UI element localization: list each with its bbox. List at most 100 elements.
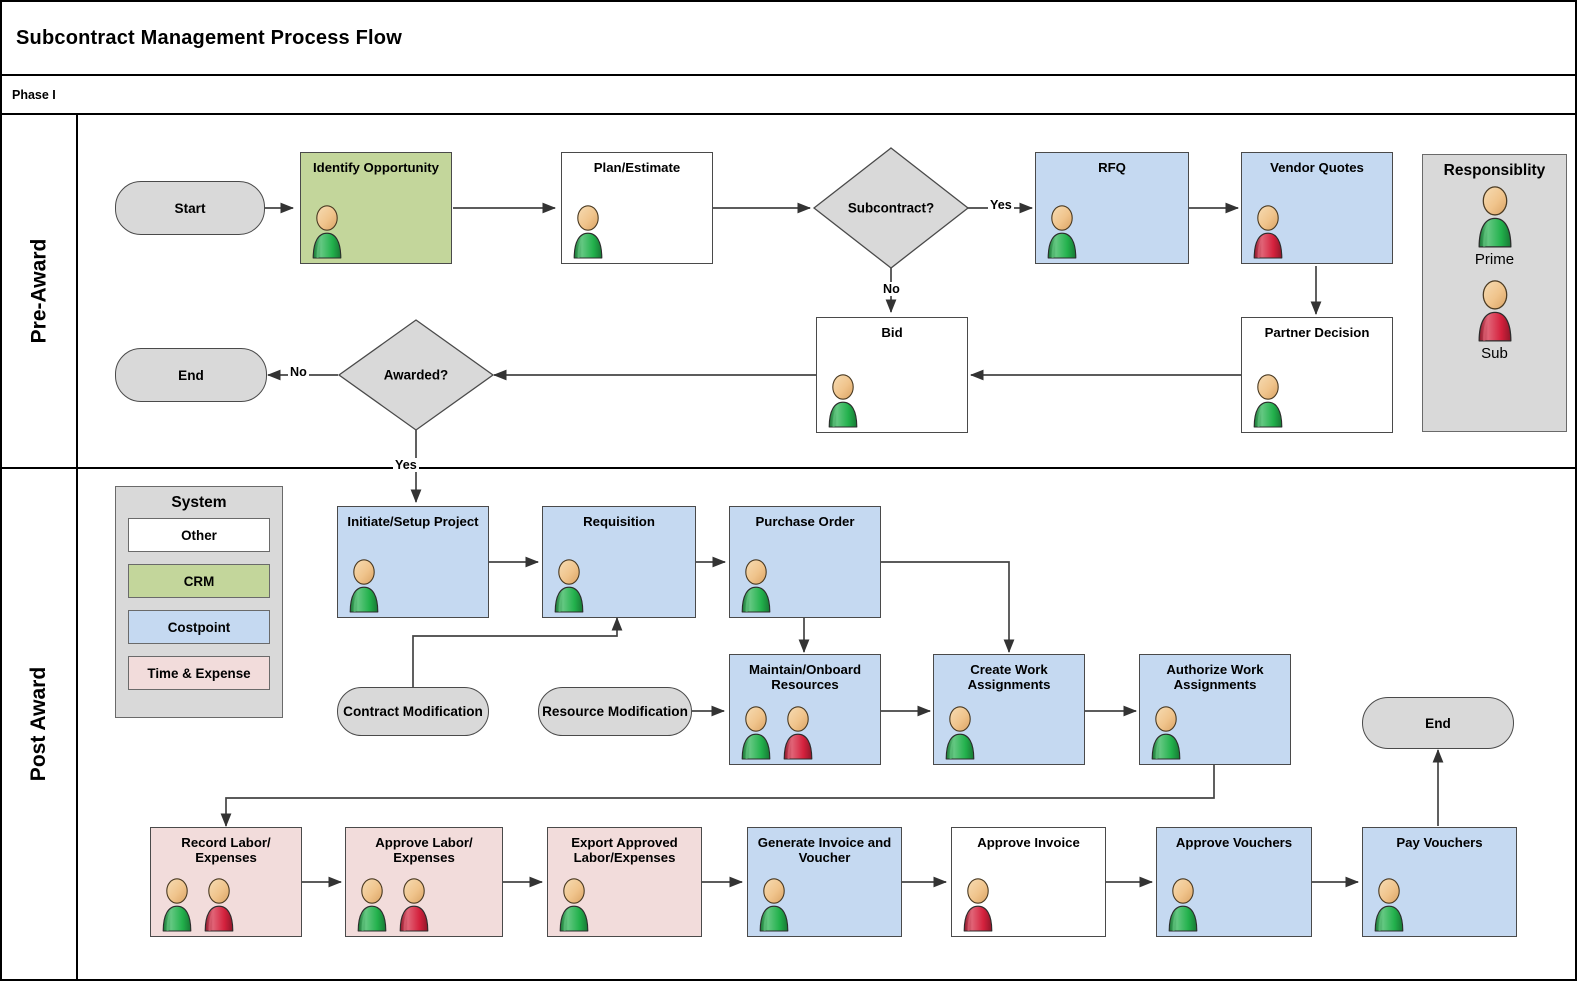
- actor-group: [940, 706, 980, 760]
- legend-item-costpoint: Costpoint: [128, 610, 270, 644]
- node-awarded-decision[interactable]: Awarded?: [339, 320, 493, 430]
- node-label: Awarded?: [383, 367, 449, 383]
- person-icon-sub: [1248, 205, 1288, 259]
- actor-group: [823, 374, 863, 428]
- person-icon-prime: [568, 205, 608, 259]
- swimlane-pre-award: Pre-Award: [2, 115, 1575, 469]
- node-label: Bid: [881, 325, 903, 340]
- node-maintain-onboard-resources[interactable]: Maintain/Onboard Resources: [729, 654, 881, 765]
- node-label: Approve Vouchers: [1175, 835, 1293, 850]
- actor-group: [1369, 878, 1409, 932]
- node-vendor-quotes[interactable]: Vendor Quotes: [1241, 152, 1393, 264]
- swimlane-post-award: Post Award: [2, 469, 1575, 979]
- node-subcontract-decision[interactable]: Subcontract?: [814, 148, 968, 268]
- node-rfq[interactable]: RFQ: [1035, 152, 1189, 264]
- node-label: Generate Invoice and Voucher: [757, 835, 892, 866]
- node-export-approved-labor-expenses[interactable]: Export Approved Labor/Expenses: [547, 827, 702, 937]
- node-record-labor-expenses[interactable]: Record Labor/ Expenses: [150, 827, 302, 937]
- legend-system: System Other CRM Costpoint Time & Expens…: [115, 486, 283, 718]
- node-label: Requisition: [583, 514, 655, 529]
- node-label: Plan/Estimate: [593, 160, 681, 175]
- node-end-pre[interactable]: End: [115, 348, 267, 402]
- node-label: Initiate/Setup Project: [347, 514, 479, 529]
- page-title: Subcontract Management Process Flow: [16, 26, 402, 49]
- person-icon-prime: [940, 706, 980, 760]
- actor-group: [1248, 374, 1288, 428]
- phase-label: Phase I: [12, 87, 56, 102]
- actor-group: [307, 205, 347, 259]
- person-icon-prime: [1248, 374, 1288, 428]
- node-generate-invoice-and-voucher[interactable]: Generate Invoice and Voucher: [747, 827, 902, 937]
- person-icon-prime: [157, 878, 197, 932]
- node-end-post[interactable]: End: [1362, 697, 1514, 749]
- node-plan-estimate[interactable]: Plan/Estimate: [561, 152, 713, 264]
- person-icon-sub: [778, 706, 818, 760]
- legend-item-crm: CRM: [128, 564, 270, 598]
- node-authorize-work-assignments[interactable]: Authorize Work Assignments: [1139, 654, 1291, 765]
- node-requisition[interactable]: Requisition: [542, 506, 696, 618]
- phase-band: Phase I: [2, 76, 1575, 115]
- edge-label-awarded-yes: Yes: [393, 458, 419, 472]
- swimlane-label-post-award: Post Award: [27, 666, 50, 782]
- actor-group: [754, 878, 794, 932]
- node-start-pre[interactable]: Start: [115, 181, 265, 235]
- node-pay-vouchers[interactable]: Pay Vouchers: [1362, 827, 1517, 937]
- legend-responsibility: Responsiblity Prime Sub: [1422, 154, 1567, 432]
- actor-group: [958, 878, 998, 932]
- node-contract-modification[interactable]: Contract Modification: [337, 687, 489, 736]
- actor-group: [344, 559, 384, 613]
- node-approve-invoice[interactable]: Approve Invoice: [951, 827, 1106, 937]
- person-icon-prime: [1042, 205, 1082, 259]
- edge-label-subcontract-no: No: [881, 282, 902, 296]
- swimlane-header-post-award: Post Award: [2, 469, 78, 979]
- node-identify-opportunity[interactable]: Identify Opportunity: [300, 152, 452, 264]
- actor-group: [554, 878, 594, 932]
- legend-item-other: Other: [128, 518, 270, 552]
- node-initiate-setup-project[interactable]: Initiate/Setup Project: [337, 506, 489, 618]
- person-icon-sub: [1472, 280, 1518, 342]
- node-approve-vouchers[interactable]: Approve Vouchers: [1156, 827, 1312, 937]
- swimlane-label-pre-award: Pre-Award: [27, 238, 50, 344]
- actor-group: [1146, 706, 1186, 760]
- actor-group: [568, 205, 608, 259]
- actor-group: [736, 559, 776, 613]
- person-icon-sub: [199, 878, 239, 932]
- person-icon-prime: [1369, 878, 1409, 932]
- node-approve-labor-expenses[interactable]: Approve Labor/ Expenses: [345, 827, 503, 937]
- node-purchase-order[interactable]: Purchase Order: [729, 506, 881, 618]
- node-label: Record Labor/ Expenses: [181, 835, 271, 866]
- edge-label-awarded-no: No: [288, 365, 309, 379]
- person-icon-prime: [1146, 706, 1186, 760]
- person-icon-prime: [736, 706, 776, 760]
- node-label: Identify Opportunity: [312, 160, 439, 175]
- node-create-work-assignments[interactable]: Create Work Assignments: [933, 654, 1085, 765]
- node-resource-modification[interactable]: Resource Modification: [538, 687, 692, 736]
- actor-group: [1042, 205, 1082, 259]
- node-label: RFQ: [1098, 160, 1126, 175]
- person-icon-prime: [736, 559, 776, 613]
- legend-label: Sub: [1481, 345, 1508, 362]
- legend-item-prime: Prime: [1423, 186, 1566, 268]
- person-icon-prime: [754, 878, 794, 932]
- person-icon-prime: [1472, 186, 1518, 248]
- legend-item-sub: Sub: [1423, 280, 1566, 362]
- edge-label-subcontract-yes: Yes: [988, 198, 1014, 212]
- legend-title: Responsiblity: [1443, 162, 1546, 179]
- swimlane-header-pre-award: Pre-Award: [2, 115, 78, 467]
- legend-label: Prime: [1474, 251, 1515, 268]
- actor-group: [1163, 878, 1203, 932]
- legend-item-time-expense: Time & Expense: [128, 656, 270, 690]
- node-partner-decision[interactable]: Partner Decision: [1241, 317, 1393, 433]
- person-icon-prime: [344, 559, 384, 613]
- node-label: Partner Decision: [1264, 325, 1370, 340]
- node-label: Approve Labor/ Expenses: [375, 835, 473, 866]
- actor-group: [1248, 205, 1288, 259]
- node-label: Maintain/Onboard Resources: [748, 662, 862, 693]
- node-label: Approve Invoice: [977, 835, 1080, 850]
- node-bid[interactable]: Bid: [816, 317, 968, 433]
- node-label: Pay Vouchers: [1396, 835, 1483, 850]
- person-icon-prime: [549, 559, 589, 613]
- actor-group: [736, 706, 818, 760]
- person-icon-prime: [307, 205, 347, 259]
